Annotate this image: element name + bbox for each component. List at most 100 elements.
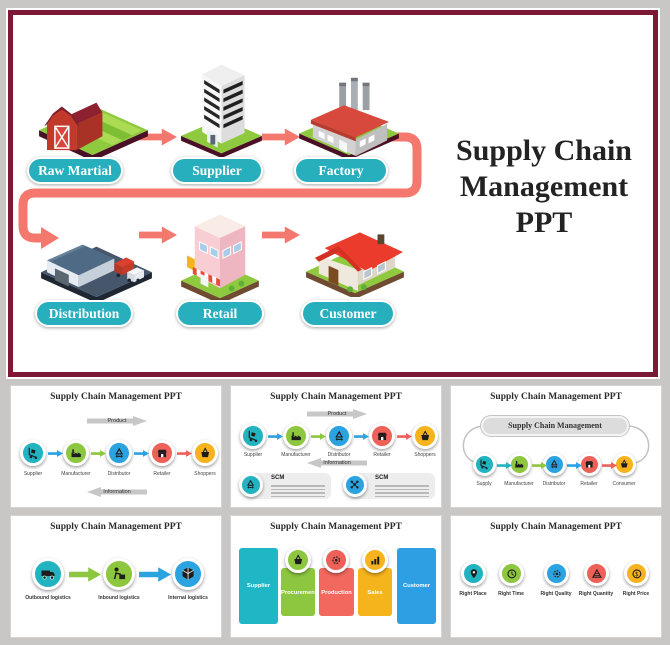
gear-icon (330, 554, 342, 566)
flow-arrow-icon (602, 461, 617, 470)
step-label: Shoppers (414, 452, 436, 458)
slide-thumbnail-4[interactable]: Supply Chain Management PPT Outbound log… (10, 515, 222, 638)
gear-icon (551, 568, 563, 580)
step-inbound (103, 558, 135, 590)
main-title: Supply Chain Management PPT (428, 133, 660, 241)
thumb4-title: Supply Chain Management PPT (50, 522, 182, 532)
right-time-circle (499, 561, 524, 586)
label-customer: Customer (301, 300, 395, 327)
warehouse-illustration (41, 244, 152, 301)
item-label: Right Place (459, 591, 487, 597)
step-manufacturer (283, 423, 309, 449)
step-distributor (106, 440, 132, 466)
sales-icon-circle (362, 547, 388, 573)
item-label: Right Quantity (578, 591, 614, 597)
step-label: Distributor (327, 452, 351, 458)
flow-arrow-icon (69, 567, 101, 582)
flow-arrow-icon (567, 461, 582, 470)
slide-thumbnail-1[interactable]: Supply Chain Management PPT Product Supp… (10, 385, 222, 508)
bar-chart-icon (369, 554, 381, 566)
step-supply (473, 453, 496, 476)
slide-thumbnail-6[interactable]: Supply Chain Management PPT Right Place … (450, 515, 662, 638)
column-production: Production (319, 568, 354, 616)
main-slide-preview: Raw Martial Supplier Factory Distributio… (8, 10, 658, 377)
recycle-icon (245, 479, 256, 490)
hand-truck-icon (27, 447, 39, 459)
right-price-circle (624, 561, 649, 586)
pin-icon (468, 568, 480, 580)
house-illustration (306, 232, 404, 297)
step-manufacturer (63, 440, 89, 466)
column-procurement: Procurement (281, 568, 317, 616)
worker-icon (111, 566, 127, 582)
column-sales: Sales (358, 568, 392, 616)
step-shoppers (412, 423, 438, 449)
step-label: Manufacturer (281, 452, 311, 458)
step-label: Supplier (243, 452, 263, 458)
step-label: Shoppers (194, 471, 216, 477)
slide-thumbnail-5[interactable]: Supply Chain Management PPT Supplier Pro… (230, 515, 442, 638)
network-icon (349, 479, 360, 490)
step-label: Distributor (542, 481, 566, 487)
flow-arrow-icon (397, 432, 412, 441)
step-label: Retailer (373, 452, 391, 458)
factory-icon (290, 430, 302, 442)
step-retailer (149, 440, 175, 466)
hand-truck-icon (247, 430, 259, 442)
step-label: Inbound logistics (98, 595, 140, 601)
product-arrow: Product (307, 409, 367, 419)
truck-icon (40, 566, 56, 582)
recycle-icon (333, 430, 345, 442)
flow-arrow-icon (177, 449, 192, 458)
right-quantity-circle (584, 561, 609, 586)
thumb3-title: Supply Chain Management PPT (490, 392, 622, 402)
barn-illustration (39, 102, 148, 157)
item-label: Right Quality (540, 591, 572, 597)
recycle-icon (549, 459, 560, 470)
scm-card-1-icon (239, 473, 263, 497)
thumb1-title: Supply Chain Management PPT (50, 392, 182, 402)
step-label: Internal logistics (168, 595, 208, 601)
factory-illustration (299, 77, 399, 157)
step-label: Outbound logistics (25, 595, 71, 601)
step-internal (172, 558, 204, 590)
right-place-circle (461, 561, 486, 586)
step-outbound (32, 558, 64, 590)
hand-truck-icon (479, 459, 490, 470)
procurement-icon-circle (285, 547, 311, 573)
step-shoppers (192, 440, 218, 466)
right-quality-circle (544, 561, 569, 586)
flow-arrow-icon (134, 449, 149, 458)
pyramid-icon (591, 568, 603, 580)
column-customer: Customer (397, 548, 436, 624)
connector-curves (462, 425, 650, 464)
label-raw-martial: Raw Martial (27, 157, 123, 184)
step-label: Supply (476, 481, 492, 487)
flow-arrow-icon (532, 461, 547, 470)
step-retailer (369, 423, 395, 449)
step-label: Retailer (153, 471, 171, 477)
basket-icon (419, 430, 431, 442)
flow-arrow-icon (91, 449, 106, 458)
step-distributor (326, 423, 352, 449)
step-supplier (20, 440, 46, 466)
retail-store-illustration (181, 214, 259, 303)
flow-arrow-icon (311, 432, 326, 441)
thumb6-title: Supply Chain Management PPT (490, 522, 622, 532)
store-icon (376, 430, 388, 442)
slide-thumbnail-3[interactable]: Supply Chain Management PPT Supply Chain… (450, 385, 662, 508)
main-title-line3: PPT (515, 206, 573, 239)
label-factory: Factory (294, 157, 388, 184)
flow-arrow-icon (354, 432, 369, 441)
store-icon (156, 447, 168, 459)
production-icon-circle (323, 547, 349, 573)
basket-icon (619, 459, 630, 470)
step-label: Manufacturer (61, 471, 91, 477)
step-label: Consumer (612, 481, 636, 487)
label-supplier: Supplier (171, 157, 263, 184)
scm-card-2-icon (343, 473, 367, 497)
information-arrow: Information (307, 458, 367, 468)
slide-thumbnail-2[interactable]: Supply Chain Management PPT Product Supp… (230, 385, 442, 508)
product-arrow: Product (87, 416, 147, 426)
step-supplier (240, 423, 266, 449)
